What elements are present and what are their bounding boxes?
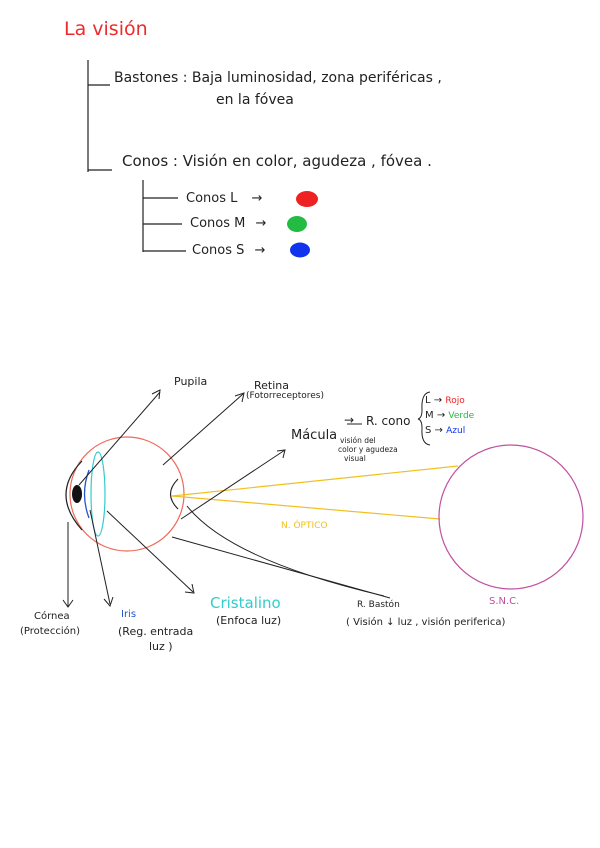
iris-label: Iris: [121, 609, 137, 620]
cone-map-m-arrow: →: [436, 410, 446, 421]
green-color-swatch: [287, 216, 307, 232]
cone-map-m-value: Verde: [448, 411, 475, 421]
cristalino-label: Cristalino: [210, 594, 281, 612]
iris-pointer-head: [103, 596, 114, 607]
conos-l-label: Conos L →: [186, 191, 262, 206]
cone-map-s-key: S: [425, 425, 432, 436]
cornea-sublabel: (Protección): [20, 626, 80, 637]
retina-pointer-head: [234, 392, 245, 403]
optic-nerve-upper: [171, 465, 459, 497]
bastones-text-cont: en la fóvea: [216, 92, 294, 108]
iris-arc: [83, 469, 90, 519]
conos-s-arrow: →: [254, 243, 266, 258]
pupila-label: Pupila: [174, 375, 208, 388]
optic-disc-curve: [169, 478, 179, 510]
pupila-pointer: [78, 391, 161, 486]
conos-l-name: Conos L: [186, 191, 238, 206]
snc-circle: [438, 444, 584, 590]
iris-sublabel-1: (Reg. entrada: [118, 625, 194, 638]
cone-map-s: S → Azul: [425, 425, 465, 436]
blue-color-swatch: [290, 242, 310, 258]
eyeball: [69, 436, 185, 552]
retina-pointer: [162, 393, 244, 466]
retina-label: Retina: [254, 379, 289, 392]
pupila-pointer-head: [151, 389, 161, 400]
rbaston-pointer-2: [186, 505, 385, 597]
cone-map-l-value: Rojo: [445, 396, 465, 406]
cone-map-m: M → Verde: [425, 410, 474, 421]
cone-map-m-key: M: [425, 410, 434, 421]
rbaston-label: R. Bastón: [357, 600, 400, 610]
cone-map-brace: [417, 391, 431, 446]
conos-m-arrow: →: [255, 216, 267, 231]
cone-map-s-arrow: →: [434, 425, 443, 436]
bastones-text: Bastones : Baja luminosidad, zona perifé…: [114, 70, 442, 86]
conos-l-arrow: →: [251, 191, 263, 206]
rbaston-pointer: [171, 536, 391, 599]
macula-pointer: [180, 449, 286, 520]
cristalino-pointer-head: [184, 583, 195, 594]
red-color-swatch: [296, 191, 318, 207]
macula-arrow: →: [344, 413, 355, 427]
page-title: La visión: [64, 18, 148, 40]
snc-label: S.N.C.: [489, 596, 520, 607]
iris-pointer: [89, 509, 111, 605]
conos-s-name: Conos S: [192, 243, 245, 258]
cornea-curve: [65, 460, 83, 531]
conos-m-label: Conos M →: [190, 216, 266, 231]
retina-sublabel: (Fotorreceptores): [246, 391, 324, 401]
cornea-pointer-head: [62, 599, 74, 608]
cone-map-l-key: L: [425, 395, 431, 406]
macula-pointer-head: [276, 449, 286, 459]
cornea-label: Córnea: [34, 611, 70, 622]
optic-nerve-lower: [171, 495, 441, 520]
cristalino-pointer: [106, 510, 194, 593]
macula-note-1: visión del: [340, 436, 376, 445]
macula-note-3: visual: [344, 454, 366, 463]
macula-label: Mácula: [291, 428, 338, 443]
nervio-optico-label: N. ÓPTICO: [281, 521, 328, 531]
cristalino-sublabel: (Enfoca luz): [216, 614, 282, 627]
conos-text: Conos : Visión en color, agudeza , fóvea…: [122, 152, 432, 170]
conos-s-label: Conos S →: [192, 243, 265, 258]
macula-note-2: color y agudeza: [338, 445, 398, 454]
conos-m-name: Conos M: [190, 216, 246, 231]
iris-sublabel-2: luz ): [149, 640, 173, 653]
rbaston-sublabel: ( Visión ↓ luz , visión periferica): [346, 617, 506, 628]
cone-map-l-arrow: →: [433, 395, 443, 406]
lens: [90, 451, 106, 537]
rcono-label: R. cono: [366, 414, 411, 428]
pupil: [72, 485, 82, 503]
cone-map-l: L → Rojo: [425, 395, 465, 406]
cone-map-s-value: Azul: [446, 426, 466, 436]
